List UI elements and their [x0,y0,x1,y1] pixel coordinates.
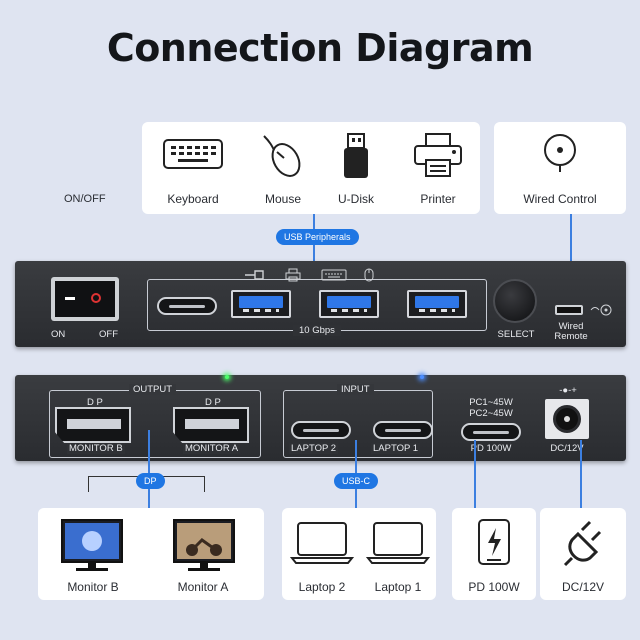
laptop2-port-label: LAPTOP 2 [289,443,339,454]
usb-peripherals-pill: USB Peripherals [276,229,359,245]
remote-small-icon [590,304,612,316]
charger-icon [478,519,510,565]
wired-remote-port [555,305,583,315]
laptop1-port-label: LAPTOP 1 [371,443,421,454]
keyboard-icon [163,139,223,169]
pc1-power-label: PC1~45W [469,397,513,408]
input-label: INPUT [337,384,374,395]
pd-label: PD 100W [468,580,520,594]
pd-vertical-line [474,440,476,510]
dc-port-label: DC/12V [550,443,584,454]
monitor-b-port-label: MONITOR B [67,443,125,454]
dp-port-a [173,407,249,443]
monitor-b-icon [61,519,123,571]
pd-port-label: PD 100W [470,443,512,454]
switch-front-panel: ON OFF 10 Gbps SELECT Wired Remote [15,261,626,347]
peripherals-card: Keyboard Mouse U-Disk Printer [142,122,480,214]
dc-jack-port [545,399,589,439]
usb-c-pill: USB-C [334,473,379,489]
monitor-a-label: Monitor A [177,580,229,594]
on-off-label: ON/OFF [64,193,106,205]
dc-card: DC/12V [540,508,626,600]
laptop-2-label: Laptop 2 [298,580,346,594]
usb-speed-label: 10 Gbps [293,325,341,336]
usb-a-port-2 [319,290,379,318]
usb-c-front-port [157,297,217,315]
mouse-label: Mouse [264,192,302,206]
pc2-power-label: PC2~45W [469,408,513,419]
laptop-1-label: Laptop 1 [374,580,422,594]
u-disk-label: U-Disk [338,192,374,206]
switch-rear-panel: OUTPUT D P D P MONITOR B MONITOR A INPUT… [15,375,626,461]
blue-led [420,375,424,379]
power-switch[interactable] [51,277,119,321]
mouse-small-icon [364,268,374,282]
switch-off-label: OFF [99,329,118,340]
usb-a-port-3 [407,290,467,318]
dc-vertical-line [580,440,582,510]
monitor-a-port-label: MONITOR A [183,443,241,454]
page-title: Connection Diagram [106,26,534,70]
dp-b-label: D P [87,397,103,408]
dp-bracket-line-2 [204,476,205,492]
switch-on-label: ON [51,329,66,340]
usb-connector-line [313,214,315,276]
dc-polarity-label: -●-+ [559,385,577,396]
select-button[interactable] [493,279,537,323]
dc-label: DC/12V [561,580,605,594]
printer-small-icon [285,268,301,282]
dp-pill: DP [136,473,165,489]
usb-c-pd-port [461,423,521,441]
mouse-icon [263,135,301,177]
monitor-b-label: Monitor B [67,580,119,594]
usb-a-port-1 [231,290,291,318]
dp-a-label: D P [205,397,221,408]
laptop-1-icon [366,522,430,564]
usb-c-laptop2-port [291,421,351,439]
laptop-2-icon [290,522,354,564]
dp-bracket-line [88,476,89,492]
wired-control-icon [544,134,576,172]
laptops-card: Laptop 2 Laptop 1 [282,508,436,600]
wired-remote-label-2: Remote [554,331,588,342]
dp-vertical-line [148,430,150,510]
monitor-a-icon [173,519,235,571]
green-led [225,375,229,379]
printer-label: Printer [420,192,456,206]
power-plug-icon [563,520,602,567]
wired-remote-label-1: Wired [558,321,584,332]
usb-c-laptop1-port [373,421,433,439]
monitors-card: Monitor B Monitor A [38,508,264,600]
keyboard-label: Keyboard [167,192,219,206]
printer-icon [414,133,462,177]
keyboard-small-icon [321,269,347,281]
select-label: SELECT [497,329,535,340]
cable-icon [245,270,264,280]
usb-drive-icon [344,133,368,178]
dp-port-b [55,407,131,443]
wired-control-label: Wired Control [523,192,597,206]
wired-control-card: Wired Control [494,122,626,214]
output-label: OUTPUT [129,384,177,395]
pd-card: PD 100W [452,508,536,600]
